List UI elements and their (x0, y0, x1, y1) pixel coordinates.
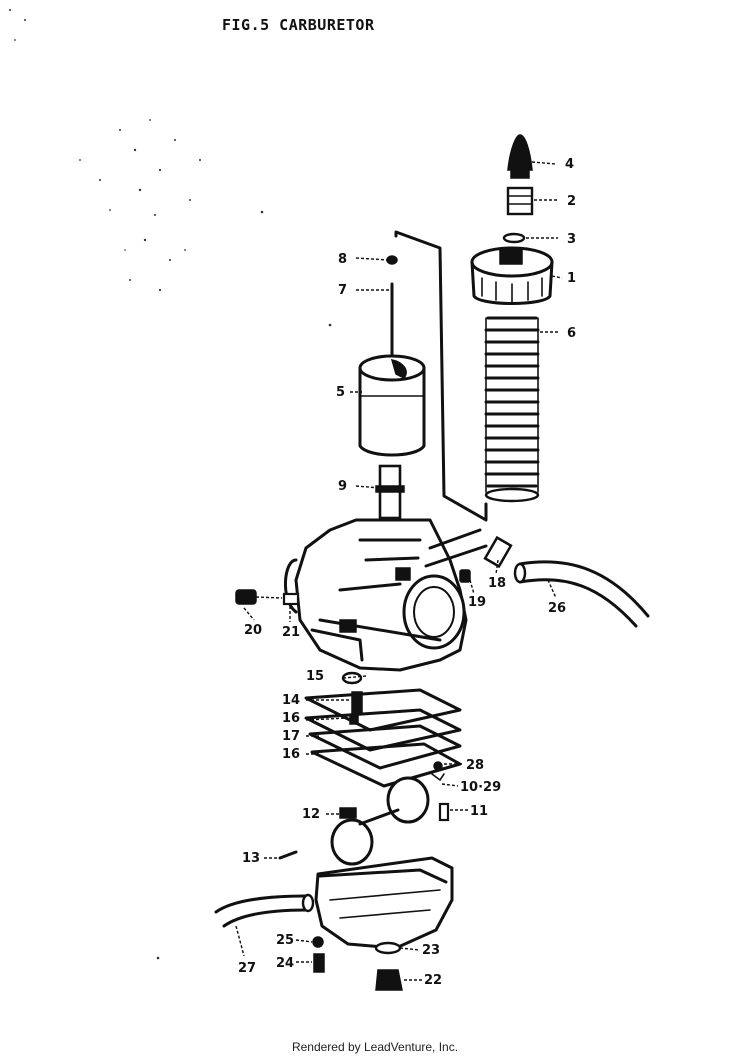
float-bowl (314, 856, 454, 950)
part-25-washer (312, 936, 324, 948)
leader-lines (235, 161, 563, 981)
callout-1: 1 (567, 271, 576, 286)
callout-19: 19 (468, 595, 486, 610)
callout-labels: 4 2 3 1 6 8 7 5 9 18 19 26 20 21 15 14 1… (238, 157, 576, 988)
part-3-lock-nut (502, 232, 526, 244)
callout-3: 3 (567, 232, 576, 247)
part-26-hose (513, 560, 650, 628)
part-12-float-assembly (330, 776, 430, 866)
callout-23: 23 (422, 943, 440, 958)
part-21-spring (282, 592, 300, 606)
part-4-cable-boot (507, 134, 533, 179)
part-5-throttle-valve (358, 354, 426, 457)
part-15-o-ring (341, 671, 363, 685)
callout-16-upper: 16 (282, 711, 300, 726)
part-13-float-pin (278, 850, 298, 860)
scan-speckle (9, 9, 332, 960)
callout-25: 25 (276, 933, 294, 948)
callout-24: 24 (276, 956, 294, 971)
figure-title: FIG.5 CARBURETOR (222, 16, 375, 34)
callout-9: 9 (338, 479, 347, 494)
callout-13: 13 (242, 851, 260, 866)
callout-20: 20 (244, 623, 262, 638)
callout-2: 2 (567, 194, 576, 209)
callout-6: 6 (567, 326, 576, 341)
part-20-screw (235, 589, 283, 605)
footer-credit: Rendered by LeadVenture, Inc. (291, 1040, 459, 1054)
part-22-plug (375, 969, 403, 991)
callout-14: 14 (282, 693, 300, 708)
part-27-drain-hose (214, 893, 315, 928)
callout-18: 18 (488, 576, 506, 591)
callout-17: 17 (282, 729, 300, 744)
callout-5: 5 (336, 385, 345, 400)
callout-7: 7 (338, 283, 347, 298)
part-2-cable-adjuster (506, 186, 534, 216)
part-6-throttle-valve-spring (484, 316, 540, 503)
parts-14-17-gasket-stack (304, 688, 462, 788)
part-11-jet (438, 802, 450, 822)
part-18-fitting (483, 535, 513, 569)
callout-12: 12 (302, 807, 320, 822)
callout-8: 8 (338, 252, 347, 267)
callout-28: 28 (466, 758, 484, 773)
part-19-plug (459, 569, 471, 583)
callout-4: 4 (565, 157, 574, 172)
part-1-mixing-chamber-cap (470, 246, 554, 305)
part-24-drain-screw (313, 953, 325, 973)
callout-15: 15 (306, 669, 324, 684)
callout-26: 26 (548, 601, 566, 616)
part-8-needle-clip (386, 255, 398, 265)
callout-10-29: 10·29 (460, 780, 501, 795)
throttle-cable (394, 230, 488, 522)
carburetor-body (283, 518, 488, 672)
callout-16-lower: 16 (282, 747, 300, 762)
callout-11: 11 (470, 804, 488, 819)
callout-22: 22 (424, 973, 442, 988)
part-23-gasket (374, 941, 402, 955)
callout-21: 21 (282, 625, 300, 640)
part-9-needle-jet (375, 464, 405, 520)
callout-27: 27 (238, 961, 256, 976)
part-28-needle-valve (431, 761, 445, 782)
